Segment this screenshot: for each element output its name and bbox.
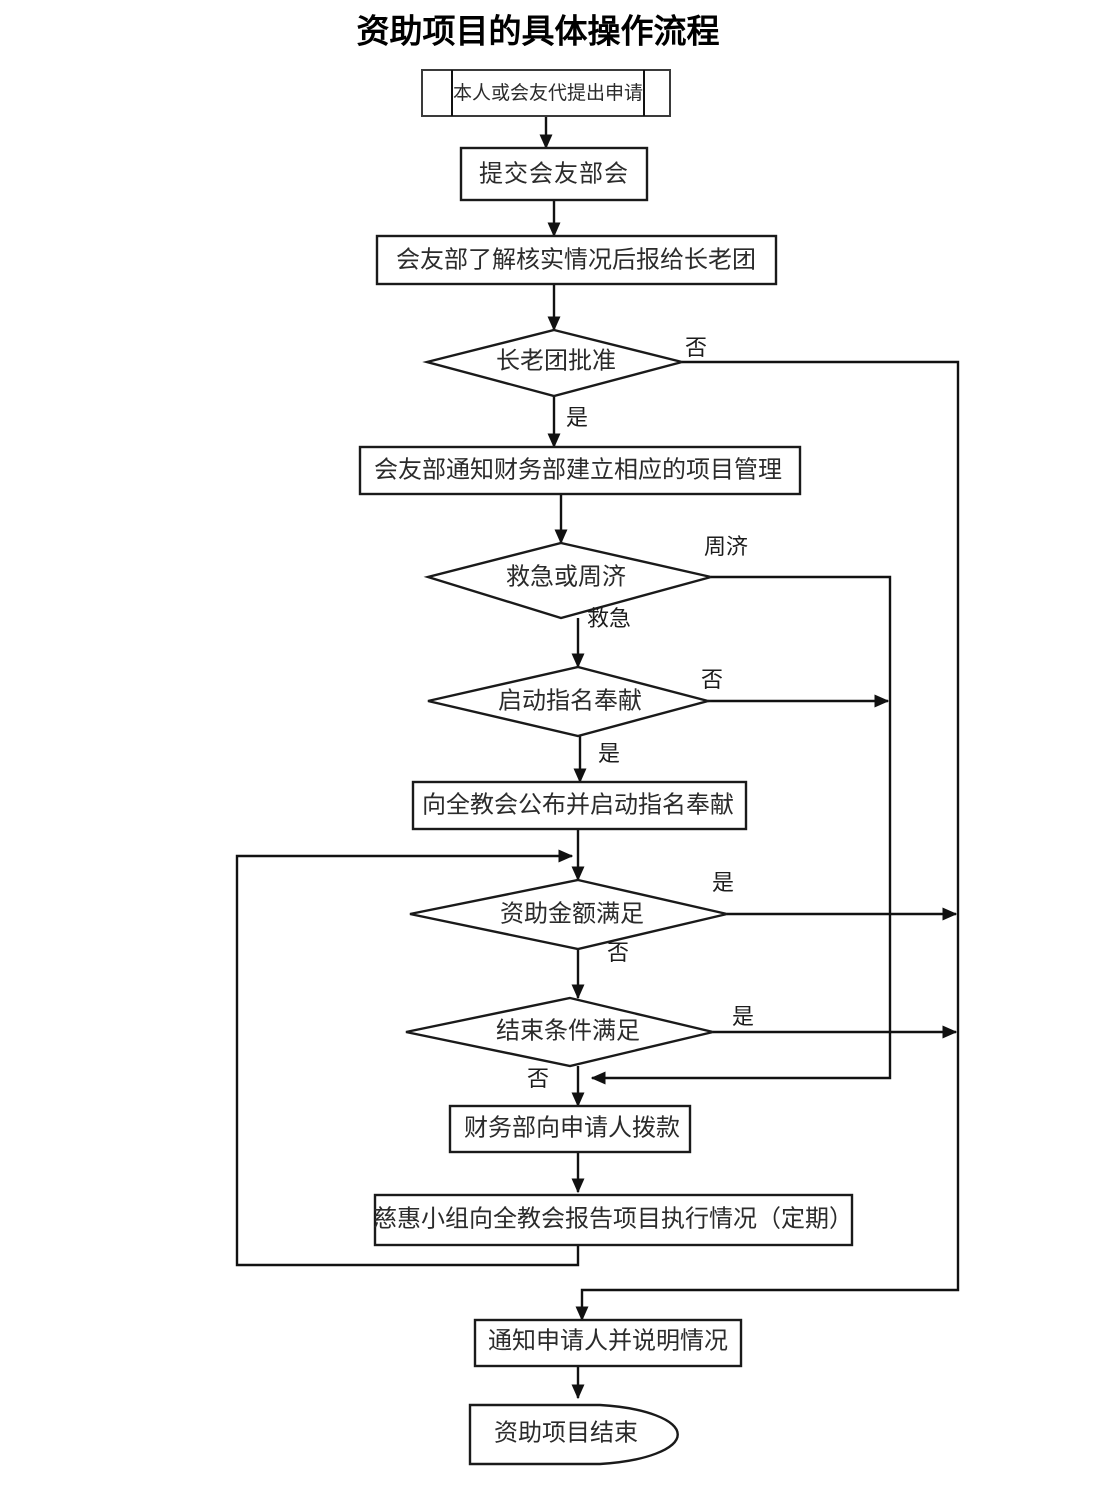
edge-label-offering-yes: 是 [598, 742, 620, 767]
node-finance-setup[interactable]: 会友部通知财务部建立相应的项目管理 [358, 445, 802, 496]
node-report-label: 慈惠小组向全教会报告项目执行情况（定期） [373, 1205, 853, 1233]
edge-label-type-jiuji: 救急 [587, 607, 631, 632]
node-end-terminator[interactable]: 资助项目结束 [468, 1403, 679, 1466]
node-disburse-label: 财务部向申请人拨款 [464, 1114, 680, 1142]
node-notify-applicant-label: 通知申请人并说明情况 [488, 1327, 728, 1355]
node-start-designated-offering[interactable]: 启动指名奉献 [427, 665, 713, 738]
connector-report-feedback-to-amount [235, 849, 580, 1267]
node-start-designated-offering-label: 启动指名奉献 [498, 687, 642, 715]
edge-label-endcond-no: 否 [527, 1067, 549, 1092]
node-aid-type[interactable]: 救急或周济 [423, 541, 712, 620]
node-elder-approval[interactable]: 长老团批准 [422, 328, 683, 398]
node-finance-setup-label: 会友部通知财务部建立相应的项目管理 [374, 456, 782, 484]
connector-type-zhouji-to-disburse [590, 575, 892, 1085]
node-announce-offering-label: 向全教会公布并启动指名奉献 [422, 791, 734, 819]
node-end-terminator-label: 资助项目结束 [494, 1419, 638, 1447]
page-title: 资助项目的具体操作流程 [357, 12, 720, 51]
node-apply-label: 本人或会友代提出申请 [453, 82, 643, 104]
node-submit-label: 提交会友部会 [479, 160, 629, 188]
node-amount-sufficient[interactable]: 资助金额满足 [409, 878, 728, 951]
node-verify-label: 会友部了解核实情况后报给长老团 [396, 246, 756, 274]
node-submit[interactable]: 提交会友部会 [459, 146, 649, 202]
node-end-condition[interactable]: 结束条件满足 [405, 996, 714, 1068]
edge-label-type-zhouji: 周济 [704, 535, 748, 560]
node-report[interactable]: 慈惠小组向全教会报告项目执行情况（定期） [373, 1193, 854, 1247]
node-aid-type-label: 救急或周济 [506, 563, 626, 591]
edge-label-amount-no: 否 [607, 941, 629, 966]
connector-approve-no-to-notify [575, 360, 960, 1322]
node-amount-sufficient-label: 资助金额满足 [500, 900, 644, 928]
node-end-condition-label: 结束条件满足 [496, 1017, 640, 1045]
edge-label-amount-yes: 是 [712, 871, 734, 896]
node-notify-applicant[interactable]: 通知申请人并说明情况 [473, 1318, 743, 1368]
node-apply[interactable]: 本人或会友代提出申请 [421, 69, 671, 117]
node-elder-approval-label: 长老团批准 [496, 347, 616, 375]
edge-label-endcond-yes: 是 [732, 1005, 754, 1030]
node-announce-offering[interactable]: 向全教会公布并启动指名奉献 [411, 780, 748, 831]
edge-label-approve-no: 否 [685, 336, 707, 361]
edge-label-offering-no: 否 [701, 668, 723, 693]
node-verify[interactable]: 会友部了解核实情况后报给长老团 [375, 234, 778, 286]
edge-label-approve-yes: 是 [566, 406, 588, 431]
node-disburse[interactable]: 财务部向申请人拨款 [448, 1104, 692, 1154]
